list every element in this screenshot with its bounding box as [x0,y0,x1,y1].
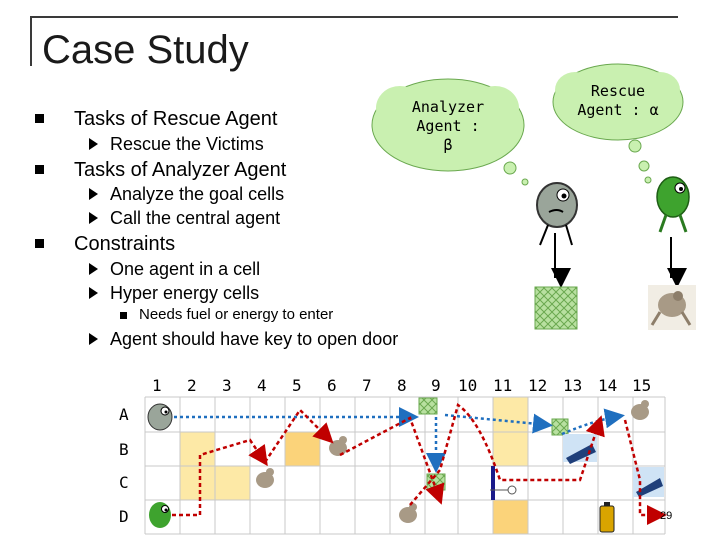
solar-panel-icon [563,434,597,464]
analyzer-cloud-line2: Agent : [416,117,480,135]
cell-A10 [493,397,528,432]
bullet-arrow-icon [89,138,98,150]
analyzer-cloud-label: Analyzer Agent : β [390,98,506,155]
analyzer-thought-cloud [371,78,525,172]
bullet-call-central: Call the central agent [110,208,281,228]
title-frame-top [30,16,678,18]
row-label-D: D [119,507,129,526]
thought-bubbles-left [503,161,529,186]
col-label-15: 15 [632,376,652,395]
cell-B5 [285,432,320,466]
col-label-12: 12 [528,376,548,395]
col-label-2: 2 [187,376,197,395]
goal-cell-B12-icon [551,418,569,436]
bullet-analyzer-tasks: Tasks of Analyzer Agent [74,159,287,181]
col-label-14: 14 [598,376,618,395]
slide-title: Case Study [42,28,249,72]
col-label-10: 10 [458,376,478,395]
key-icon [490,485,517,495]
solar-panel-icon [633,467,664,497]
cell-B2 [180,432,215,466]
analyzer-agent-figure [536,182,578,246]
bullet-rescue-tasks: Tasks of Rescue Agent [74,108,278,130]
bullet-arrow-icon [89,212,98,224]
rescue-cloud-line1: Rescue [590,82,646,100]
goal-cell-icon [534,286,578,330]
row-label-B: B [119,440,129,459]
page-number: 29 [660,510,673,522]
cell-C2 [180,466,215,500]
rescue-thought-cloud [552,63,684,141]
bullet-rescue-victims: Rescue the Victims [110,134,264,154]
bullet-arrow-icon [89,263,98,275]
bullet-one-agent: One agent in a cell [110,259,261,279]
row-label-A: A [119,405,129,424]
battery-icon [599,502,615,533]
rescue-path [172,402,667,525]
rescue-agent-grid-icon [149,502,171,528]
col-label-1: 1 [152,376,162,395]
rescue-cloud-label: Rescue Agent : α [560,82,676,120]
analyzer-agent-grid-icon [147,403,173,431]
analyzer-cloud-line3: β [443,136,453,154]
bullet-square-icon [120,312,127,319]
bullet-square-icon [35,165,44,174]
col-label-6: 6 [327,376,337,395]
goal-cell-A9-icon [418,397,438,415]
bullet-hyper-energy: Hyper energy cells [110,283,260,303]
col-label-4: 4 [257,376,267,395]
bullet-square-icon [35,239,44,248]
bullet-square-icon [35,114,44,123]
col-label-7: 7 [362,376,372,395]
thought-bubbles-right [628,139,652,184]
victim-figure-icon [648,285,696,330]
grid [144,396,667,535]
rescue-agent-figure [656,176,690,233]
title-frame-left [30,16,32,66]
bullet-analyze-goal: Analyze the goal cells [110,184,285,204]
bullet-needs-fuel: Needs fuel or energy to enter [139,306,334,323]
col-label-8: 8 [397,376,407,395]
analyzer-path [174,407,625,473]
cell-C3 [215,466,250,500]
cell-B10 [493,432,528,466]
col-label-11: 11 [493,376,513,395]
rescue-cloud-line2: Agent : α [577,101,659,119]
bullet-arrow-icon [89,188,98,200]
col-label-13: 13 [563,376,583,395]
row-label-C: C [119,473,129,492]
cell-D10 [493,500,528,534]
col-label-9: 9 [431,376,441,395]
analyzer-cloud-line1: Analyzer [411,98,485,116]
bullet-constraints: Constraints [74,233,176,255]
victim-icon [256,400,649,523]
bullet-key-door: Agent should have key to open door [110,329,399,349]
col-label-5: 5 [292,376,302,395]
col-label-3: 3 [222,376,232,395]
bullet-arrow-icon [89,287,98,299]
bullet-arrow-icon [89,333,98,345]
